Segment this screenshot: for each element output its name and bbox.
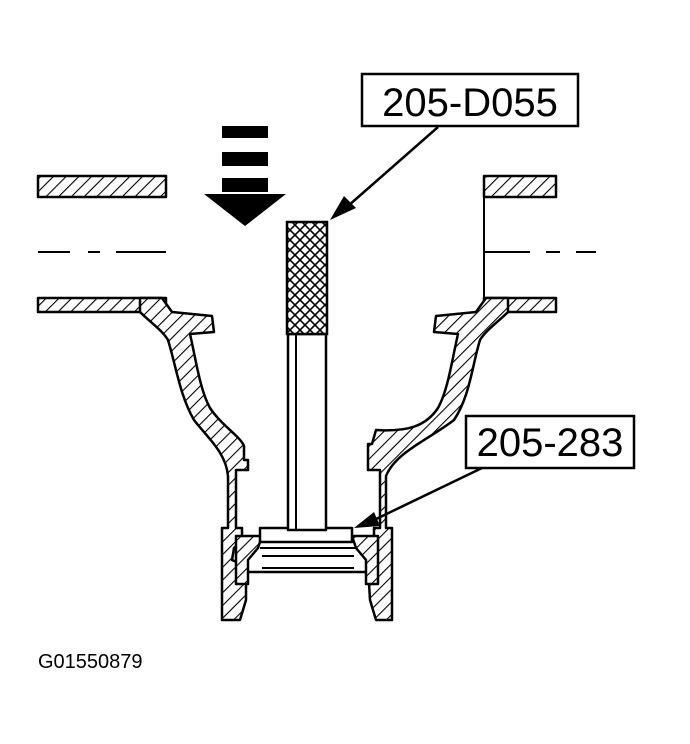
- callout-label-lower: 205-283: [477, 421, 624, 465]
- down-arrow-icon: [204, 126, 286, 226]
- figure-id: G01550879: [38, 651, 143, 673]
- callout-205-d055: 205-D055: [330, 72, 580, 220]
- upper-housing-right: [482, 174, 558, 199]
- upper-housing-left: [36, 174, 168, 199]
- callout-205-283: 205-283: [354, 414, 636, 528]
- housing-body-left: [36, 296, 250, 622]
- tool-205-d055-handle: [285, 220, 329, 532]
- housing-body-right: [360, 296, 558, 622]
- callout-label-upper: 205-D055: [382, 81, 558, 125]
